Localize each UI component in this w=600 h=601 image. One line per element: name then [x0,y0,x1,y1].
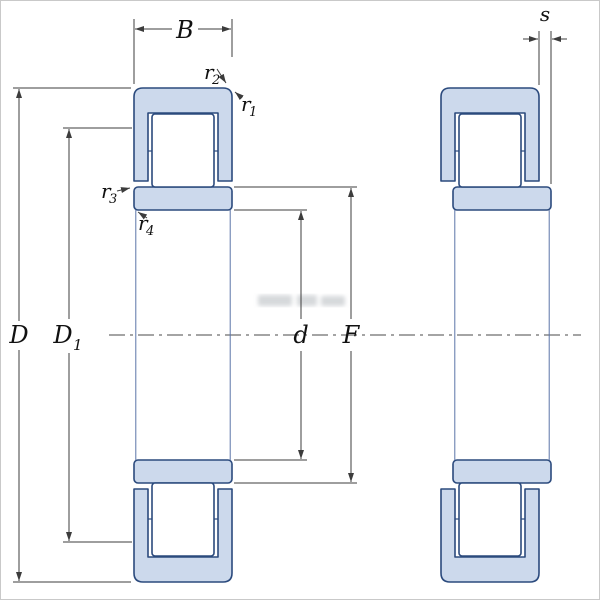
dimension-d: d [234,209,309,461]
roller-top [458,113,522,188]
dimension-F: F [234,186,361,484]
outer-ring-bottom-section [133,488,233,583]
callout-r1: r 1 [234,91,257,120]
roller-bottom [458,482,522,557]
main-section-view [133,87,233,583]
label-r3-sub: 3 [109,192,117,207]
callout-r2: r 2 [204,60,227,88]
outer-ring-top-section [440,87,540,182]
callout-r3: r 3 [101,179,131,207]
watermark [258,295,345,306]
label-r1-sub: 1 [249,105,257,120]
label-D1-base: D [52,321,72,349]
cage-bars [455,150,525,520]
inner-ring-top-section [133,186,233,211]
label-B: B [175,16,194,44]
dimension-B: B [133,16,233,84]
label-D: D [8,321,28,349]
leader-line [137,211,148,220]
dimension-s: s [523,2,567,184]
dimension-D1: D 1 [52,127,132,543]
label-r4-base: r [138,211,149,235]
label-r4-sub: 4 [145,224,154,239]
leader-line [116,187,131,193]
label-r3-base: r [101,179,112,203]
inner-ring-top-section [452,186,552,211]
roller-bottom [151,482,215,557]
roller-top [151,113,215,188]
label-F: F [342,321,361,349]
outer-ring-bottom-section [440,488,540,583]
inner-ring-bottom-section [452,459,552,484]
cage-bars [148,150,218,520]
leader-line [234,91,244,101]
bearing-rings [440,87,552,583]
label-d: d [293,321,308,349]
label-r2-base: r [204,60,215,84]
outer-ring-top-section [133,87,233,182]
rollers [151,113,215,557]
callout-r4: r 4 [137,211,154,239]
label-D1-sub: 1 [73,336,83,354]
displaced-section-view [440,87,552,583]
inner-ring-bottom-section [133,459,233,484]
label-s: s [540,2,550,26]
leader-line [216,68,227,84]
label-r2-sub: 2 [211,73,220,88]
label-r1-base: r [241,92,252,116]
dimension-D: D [8,87,131,583]
